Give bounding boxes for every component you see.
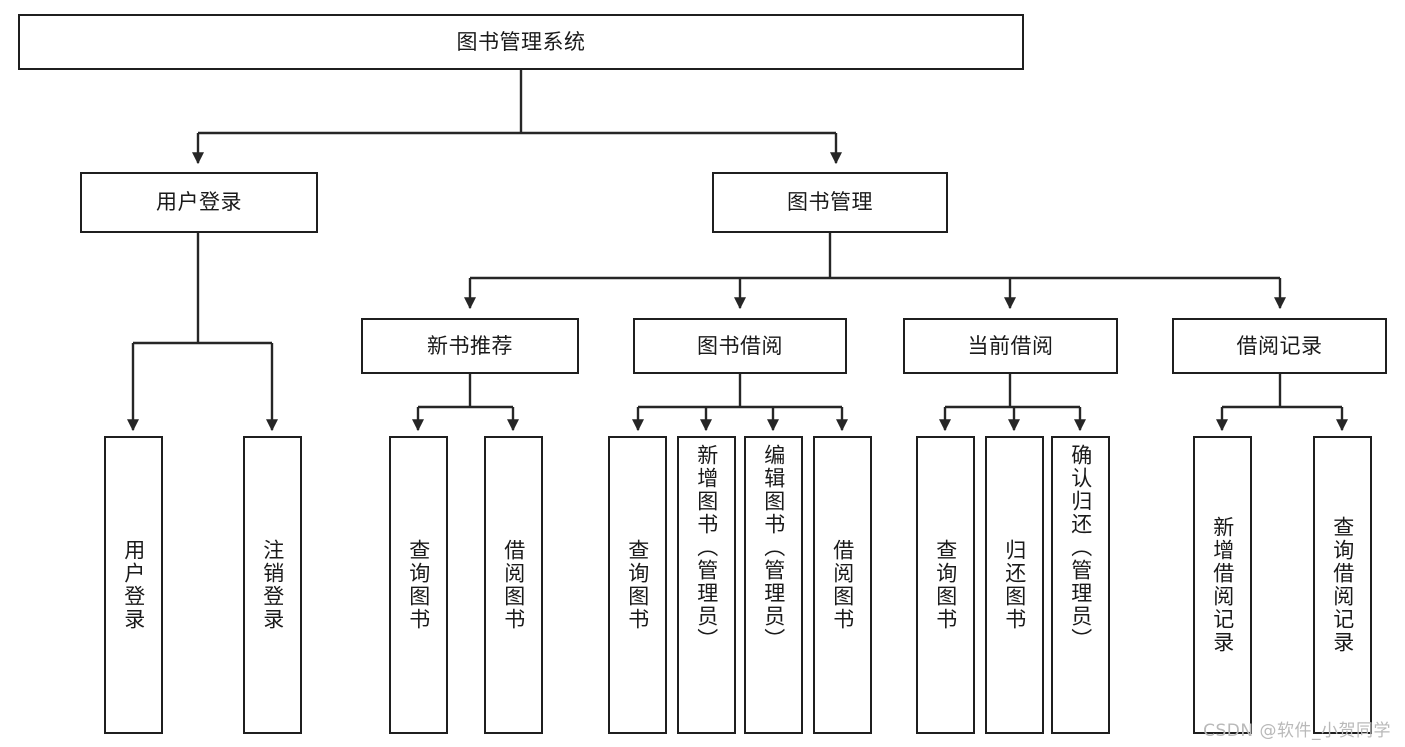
leaf-borrow-book[interactable]: 借阅图书 xyxy=(813,436,872,734)
leaf-label: 借阅图书 xyxy=(501,539,526,631)
leaf-label: 查询图书 xyxy=(406,539,431,631)
leaf-label: 注销登录 xyxy=(260,539,285,631)
node-new-book-recommend[interactable]: 新书推荐 xyxy=(361,318,579,374)
leaf-query-borrow-record[interactable]: 查询借阅记录 xyxy=(1313,436,1372,734)
leaf-label: 归还图书 xyxy=(1002,539,1027,631)
node-label: 图书管理系统 xyxy=(456,29,586,54)
node-book-management[interactable]: 图书管理 xyxy=(712,172,948,233)
leaf-add-book-admin[interactable]: 新增图书（管理员） xyxy=(677,436,736,734)
leaf-return-book[interactable]: 归还图书 xyxy=(985,436,1044,734)
leaf-label: 查询图书 xyxy=(625,539,650,631)
node-label: 图书借阅 xyxy=(697,333,783,358)
leaf-label: 借阅图书 xyxy=(830,539,855,631)
node-current-borrow[interactable]: 当前借阅 xyxy=(903,318,1118,374)
node-label: 当前借阅 xyxy=(967,333,1054,358)
node-label: 用户登录 xyxy=(156,190,242,215)
leaf-label: 查询借阅记录 xyxy=(1330,516,1355,654)
leaf-label: 确认归还（管理员） xyxy=(1068,444,1093,651)
watermark-text: CSDN @软件_小贺同学 xyxy=(1203,721,1391,741)
leaf-label: 用户登录 xyxy=(121,539,146,631)
leaf-label: 查询图书 xyxy=(933,539,958,631)
leaf-logout[interactable]: 注销登录 xyxy=(243,436,302,734)
node-user-login[interactable]: 用户登录 xyxy=(80,172,318,233)
leaf-add-borrow-record[interactable]: 新增借阅记录 xyxy=(1193,436,1252,734)
node-label: 图书管理 xyxy=(787,190,873,215)
node-root-book-management-system[interactable]: 图书管理系统 xyxy=(18,14,1024,70)
leaf-user-login[interactable]: 用户登录 xyxy=(104,436,163,734)
leaf-label: 编辑图书（管理员） xyxy=(761,444,786,651)
leaf-query-book-borrow[interactable]: 查询图书 xyxy=(608,436,667,734)
leaf-label: 新增借阅记录 xyxy=(1210,516,1235,654)
leaf-edit-book-admin[interactable]: 编辑图书（管理员） xyxy=(744,436,803,734)
leaf-borrow-book-recommend[interactable]: 借阅图书 xyxy=(484,436,543,734)
leaf-query-book-recommend[interactable]: 查询图书 xyxy=(389,436,448,734)
leaf-label: 新增图书（管理员） xyxy=(694,444,719,651)
leaf-query-book-current[interactable]: 查询图书 xyxy=(916,436,975,734)
node-book-borrow[interactable]: 图书借阅 xyxy=(633,318,847,374)
node-borrow-record[interactable]: 借阅记录 xyxy=(1172,318,1387,374)
node-label: 借阅记录 xyxy=(1236,333,1323,358)
node-label: 新书推荐 xyxy=(427,333,513,358)
leaf-confirm-return-admin[interactable]: 确认归还（管理员） xyxy=(1051,436,1110,734)
